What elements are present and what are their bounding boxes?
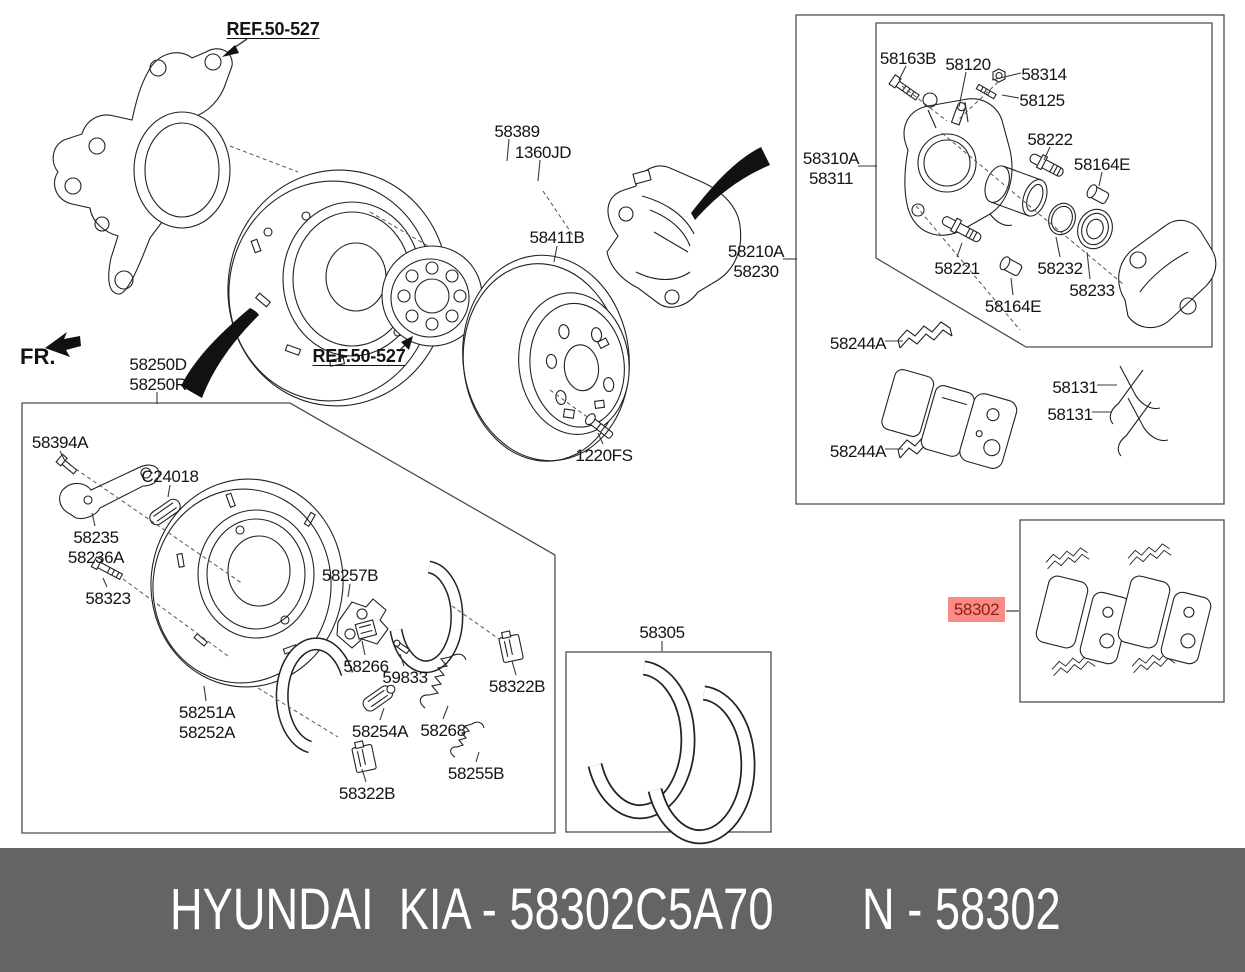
banner-part-number: HYUNDAI KIA - 58302C5A70 (170, 877, 774, 942)
flow-swooshes (45, 147, 770, 398)
label-58232: 58232 (1037, 259, 1083, 278)
label-58251A-58252A: 58251A 58252A (178, 703, 236, 742)
panel-boxes (21, 14, 1225, 834)
label-58120: 58120 (945, 55, 991, 74)
label-58244A-lower: 58244A (829, 442, 887, 461)
label-58210A-58230: 58210A 58230 (727, 242, 785, 281)
caliper-carrier (1118, 219, 1217, 329)
label-ref-50-527-knuckle: REF.50-527 (226, 19, 320, 39)
label-58235-58236A: 58235 58236A (67, 528, 125, 567)
label-59833: 59833 (382, 668, 428, 687)
pad-kit-contents (1035, 543, 1212, 677)
plate-bolt (90, 556, 124, 581)
wheel-hub (381, 245, 483, 347)
brake-disc (462, 254, 630, 462)
label-58305: 58305 (639, 623, 685, 642)
label-58221: 58221 (934, 259, 980, 278)
shoe-adjuster-parts (336, 598, 524, 773)
label-58250D-58250R: 58250D 58250R (129, 355, 187, 394)
label-58322B-right: 58322B (488, 677, 546, 696)
caliper-inner-box (875, 22, 1213, 348)
label-58164E-lower: 58164E (984, 297, 1042, 316)
label-1220FS: 1220FS (575, 446, 633, 465)
caliper-small-parts (888, 68, 1113, 277)
leader-lines (59, 38, 1117, 783)
shoe-kit-box (565, 651, 772, 833)
label-58394A: 58394A (31, 433, 89, 452)
dashed-guides (69, 81, 1124, 738)
label-58254A: 58254A (351, 722, 409, 741)
label-58163B: 58163B (879, 49, 937, 68)
label-58322B-bottom: 58322B (338, 784, 396, 803)
label-58125: 58125 (1019, 91, 1065, 110)
plate-panel-box (21, 402, 556, 834)
label-58314: 58314 (1021, 65, 1067, 84)
label-58389: 58389 (494, 122, 540, 141)
pad-springs (1109, 365, 1169, 457)
footer-banner: HYUNDAI KIA - 58302C5A70 N - 58302 (0, 848, 1245, 972)
label-58323: 58323 (85, 589, 131, 608)
label-1360JD: 1360JD (514, 143, 572, 162)
parking-brake-lever (59, 464, 160, 520)
swoosh-right (691, 147, 770, 220)
brake-shoe (275, 560, 464, 754)
label-58244A-upper: 58244A (829, 334, 887, 353)
label-58310A-58311: 58310A 58311 (802, 149, 860, 188)
label-58257B: 58257B (321, 566, 379, 585)
label-fr-direction: FR. (20, 344, 56, 369)
caliper-piston (984, 165, 1048, 217)
lever-cable-connector (149, 498, 181, 526)
label-ref-50-527-hub: REF.50-527 (312, 346, 406, 366)
label-58302-highlighted: 58302 (948, 597, 1005, 622)
swoosh-left (181, 308, 259, 398)
label-58255B: 58255B (447, 764, 505, 783)
fr-arrow-icon (45, 332, 81, 357)
label-C24018: C24018 (141, 467, 199, 486)
label-58131-upper: 58131 (1052, 378, 1098, 397)
caliper-body-panel-view (903, 92, 1013, 236)
lever-bolt (55, 453, 78, 475)
label-58268: 58268 (420, 721, 466, 740)
rear-knuckle (52, 48, 233, 295)
shoe-kit-contents (587, 660, 756, 845)
label-58164E-upper: 58164E (1073, 155, 1131, 174)
backing-plate-assembly (227, 169, 449, 407)
brake-pads (881, 368, 1018, 469)
label-58266: 58266 (343, 657, 389, 676)
label-58411B: 58411B (529, 228, 585, 247)
label-58233: 58233 (1069, 281, 1115, 300)
pad-retainer-clip (897, 321, 953, 349)
disc-screw (584, 413, 614, 439)
label-58131-lower: 58131 (1047, 405, 1093, 424)
banner-part-code: N - 58302 (862, 877, 1061, 942)
label-58222: 58222 (1027, 130, 1073, 149)
